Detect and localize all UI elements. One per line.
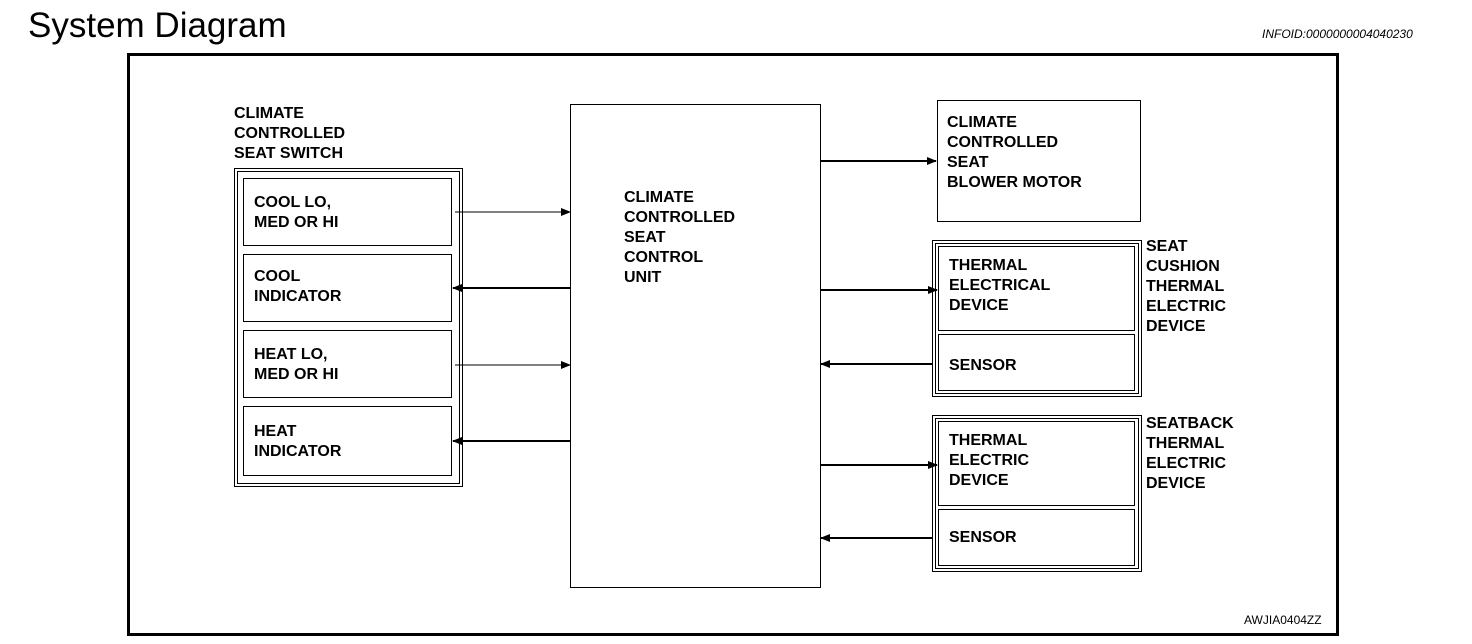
seatback-thermal-label: THERMAL ELECTRIC DEVICE — [949, 432, 1029, 489]
diagram-frame — [127, 53, 1339, 636]
seatback-thermal-box: THERMAL ELECTRIC DEVICE — [938, 421, 1135, 506]
cushion-sensor-label: SENSOR — [949, 357, 1017, 374]
seatback-device-label: SEATBACK THERMAL ELECTRIC DEVICE — [1146, 415, 1234, 492]
cushion-thermal-box: THERMAL ELECTRICAL DEVICE — [938, 246, 1135, 331]
heat-lo-med-hi-box: HEAT LO, MED OR HI — [243, 330, 452, 398]
cushion-device-label: SEAT CUSHION THERMAL ELECTRIC DEVICE — [1146, 238, 1226, 335]
page-title: System Diagram — [28, 6, 287, 45]
switch-group-box — [234, 168, 463, 487]
figure-code: AWJIA0404ZZ — [1244, 613, 1322, 627]
control-unit-label: CLIMATE CONTROLLED SEAT CONTROL UNIT — [624, 189, 736, 286]
cool-indicator-box: COOL INDICATOR — [243, 254, 452, 322]
blower-motor-label: CLIMATE CONTROLLED SEAT BLOWER MOTOR — [947, 114, 1082, 191]
heat-indicator-label: HEAT INDICATOR — [254, 423, 342, 460]
blower-motor-box: CLIMATE CONTROLLED SEAT BLOWER MOTOR — [937, 100, 1141, 222]
cushion-sensor-box: SENSOR — [938, 334, 1135, 391]
cool-lo-med-hi-label: COOL LO, MED OR HI — [254, 194, 339, 231]
cushion-device-box — [932, 240, 1142, 397]
control-unit-box: CLIMATE CONTROLLED SEAT CONTROL UNIT — [570, 104, 821, 588]
info-id: INFOID:0000000004040230 — [1262, 27, 1413, 41]
seatback-device-box — [932, 415, 1142, 572]
heat-indicator-box: HEAT INDICATOR — [243, 406, 452, 476]
heat-lo-med-hi-label: HEAT LO, MED OR HI — [254, 346, 339, 383]
cool-lo-med-hi-box: COOL LO, MED OR HI — [243, 178, 452, 246]
cool-indicator-label: COOL INDICATOR — [254, 268, 342, 305]
switch-group-label: CLIMATE CONTROLLED SEAT SWITCH — [234, 105, 346, 162]
cushion-thermal-label: THERMAL ELECTRICAL DEVICE — [949, 257, 1051, 314]
seatback-sensor-label: SENSOR — [949, 529, 1017, 546]
seatback-sensor-box: SENSOR — [938, 509, 1135, 566]
